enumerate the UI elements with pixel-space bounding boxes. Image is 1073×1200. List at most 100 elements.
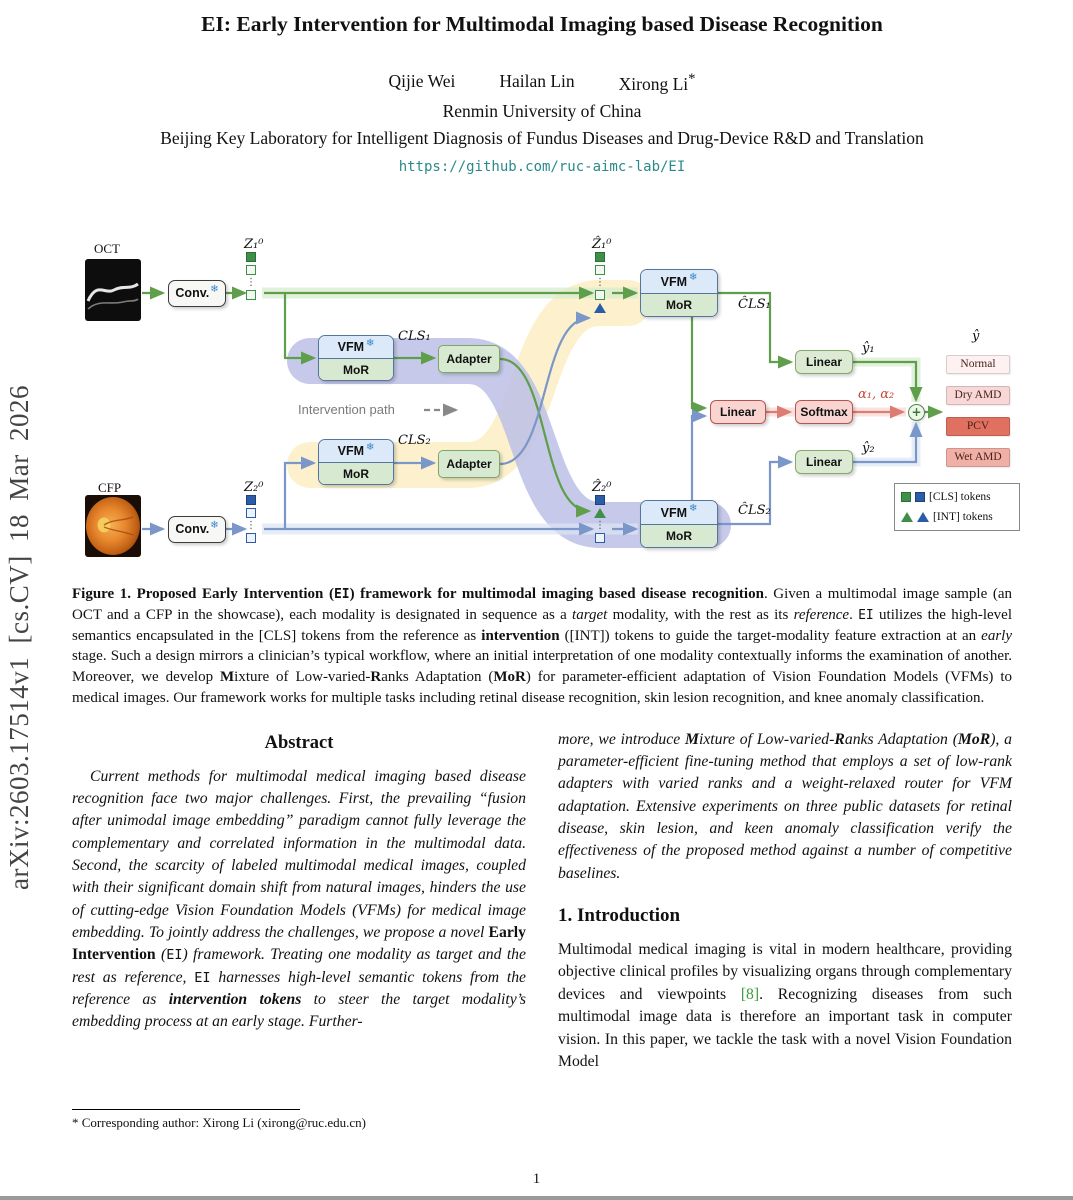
int-token-green — [594, 507, 606, 518]
patch-token — [246, 532, 256, 543]
figure-1: OCT CFP Conv. — [72, 236, 1020, 574]
introduction-heading: 1. Introduction — [558, 904, 681, 926]
ellipsis: ⋮ — [246, 276, 256, 288]
cls2-label: CLS₂ — [398, 432, 431, 448]
linear-head-2: Linear — [795, 449, 853, 474]
abstract-heading: Abstract — [264, 732, 334, 753]
cls1-label: CLS₁ — [398, 328, 431, 344]
int-token-blue — [594, 302, 606, 313]
class-chip-normal: Normal — [946, 354, 1010, 374]
mor-label: MoR — [641, 524, 717, 547]
left-column: Abstract Current methods for multimodal … — [72, 729, 526, 1131]
cls1-hat-label: ĈLS₁ — [738, 296, 771, 312]
adapter-label: Adapter — [446, 456, 492, 471]
legend-cls-row: [CLS] tokens — [901, 491, 1013, 503]
page-number: 1 — [532, 1171, 541, 1187]
token-legend: [CLS] tokens [INT] tokens — [894, 482, 1020, 531]
abstract-continued: more, we introduce Mixture of Low-varied… — [558, 730, 1012, 882]
cfp-image — [85, 494, 141, 557]
class-chip-wet-amd: Wet AMD — [946, 447, 1010, 467]
oct-image — [85, 258, 141, 321]
cfp-label: CFP — [98, 479, 122, 495]
mor-label: MoR — [319, 462, 393, 484]
cls-token-green — [595, 251, 605, 262]
right-column: more, we introduce Mixture of Low-varied… — [558, 729, 1012, 1131]
patch-token — [595, 289, 605, 300]
vfm-label: VFM — [337, 444, 364, 459]
mor-label: MoR — [319, 358, 393, 380]
page-bottom-edge — [0, 1196, 1073, 1200]
patch-token — [246, 507, 256, 518]
vfm-label: VFM — [660, 274, 687, 289]
softmax-label: Softmax — [800, 404, 848, 419]
introduction-paragraph: Multimodal medical imaging is vital in m… — [558, 940, 1012, 1071]
frozen-icon: ❄ — [366, 337, 375, 349]
adapter-label: Adapter — [446, 351, 492, 366]
laboratory-line: Beijing Key Laboratory for Intelligent D… — [160, 127, 924, 148]
softmax-block: Softmax — [795, 399, 853, 424]
z1-hat-label: Ẑ₁⁰ — [592, 236, 612, 252]
token-column-z2-hat: ⋮ — [594, 494, 606, 543]
ellipsis: ⋮ — [595, 519, 605, 531]
affiliation: Renmin University of China — [442, 100, 642, 121]
z2-label: Z₂⁰ — [244, 479, 264, 495]
legend-int-label: [INT] tokens — [933, 510, 993, 523]
author-list: Qijie Wei Hailan Lin Xirong Li* — [72, 71, 1012, 95]
conv-label: Conv. — [175, 522, 210, 537]
class-chip-dry-amd: Dry AMD — [946, 385, 1010, 405]
legend-int-row: [INT] tokens — [901, 511, 1013, 523]
frozen-icon: ❄ — [689, 503, 698, 515]
conv-label: Conv. — [175, 286, 210, 301]
cls-token-green — [901, 491, 911, 502]
patch-token — [246, 264, 256, 275]
linear-head-1: Linear — [795, 349, 853, 374]
body-columns: Abstract Current methods for multimodal … — [72, 729, 1012, 1131]
adapter-block-1: Adapter — [438, 344, 500, 373]
corresponding-author-mark: * — [688, 71, 696, 87]
vfm-block-reference-cfp: VFM❄ MoR — [318, 438, 394, 485]
y-hat-label: ŷ — [972, 328, 980, 344]
intervention-path-label: Intervention path — [298, 401, 395, 417]
legend-cls-label: [CLS] tokens — [929, 490, 991, 503]
fusion-linear-block: Linear — [710, 399, 766, 424]
arxiv-stamp: arXiv:2603.17514v1 [cs.CV] 18 Mar 2026 — [4, 385, 34, 890]
author-name: Hailan Lin — [499, 71, 575, 91]
vfm-label: VFM — [660, 505, 687, 520]
token-column-z1: ⋮ — [246, 251, 256, 300]
patch-token — [595, 532, 605, 543]
linear-label: Linear — [805, 354, 842, 369]
weighted-sum-node: + — [908, 403, 925, 421]
cls-token-green — [246, 251, 256, 262]
mor-label: MoR — [641, 293, 717, 316]
token-column-z1-hat: ⋮ — [594, 251, 606, 313]
patch-token — [246, 289, 256, 300]
vfm-block-target-cfp: VFM❄ MoR — [640, 499, 718, 548]
vfm-block-target-oct: VFM❄ MoR — [640, 268, 718, 317]
footnote: * Corresponding author: Xirong Li (xiron… — [72, 1114, 366, 1130]
int-token-blue — [917, 511, 929, 522]
class-chip-pcv: PCV — [946, 416, 1010, 436]
frozen-icon: ❄ — [689, 272, 698, 284]
alpha-weights-label: α₁, α₂ — [858, 386, 895, 402]
z1-label: Z₁⁰ — [244, 236, 264, 252]
author-name: Xirong Li* — [618, 71, 696, 94]
ellipsis: ⋮ — [246, 519, 256, 531]
linear-label: Linear — [805, 454, 842, 469]
y1-label: ŷ₁ — [862, 340, 875, 356]
page-title: EI: Early Intervention for Multimodal Im… — [201, 12, 883, 36]
vfm-label: VFM — [337, 340, 364, 355]
oct-label: OCT — [94, 240, 120, 256]
cls2-hat-label: ĈLS₂ — [738, 502, 771, 518]
citation-8[interactable]: [8] — [740, 985, 760, 1003]
repo-url-link[interactable]: https://github.com/ruc-aimc-lab/EI — [398, 158, 686, 175]
conv-block-oct: Conv.❄ — [168, 279, 226, 307]
token-column-z2: ⋮ — [246, 494, 256, 543]
frozen-icon: ❄ — [210, 283, 219, 295]
footnote-rule — [72, 1108, 300, 1110]
abstract-paragraph: Current methods for multimodal medical i… — [72, 767, 526, 1031]
vfm-block-reference-oct: VFM❄ MoR — [318, 334, 394, 381]
adapter-block-2: Adapter — [438, 449, 500, 478]
frozen-icon: ❄ — [366, 441, 375, 453]
plus-icon: + — [911, 405, 922, 420]
linear-label: Linear — [719, 404, 756, 419]
